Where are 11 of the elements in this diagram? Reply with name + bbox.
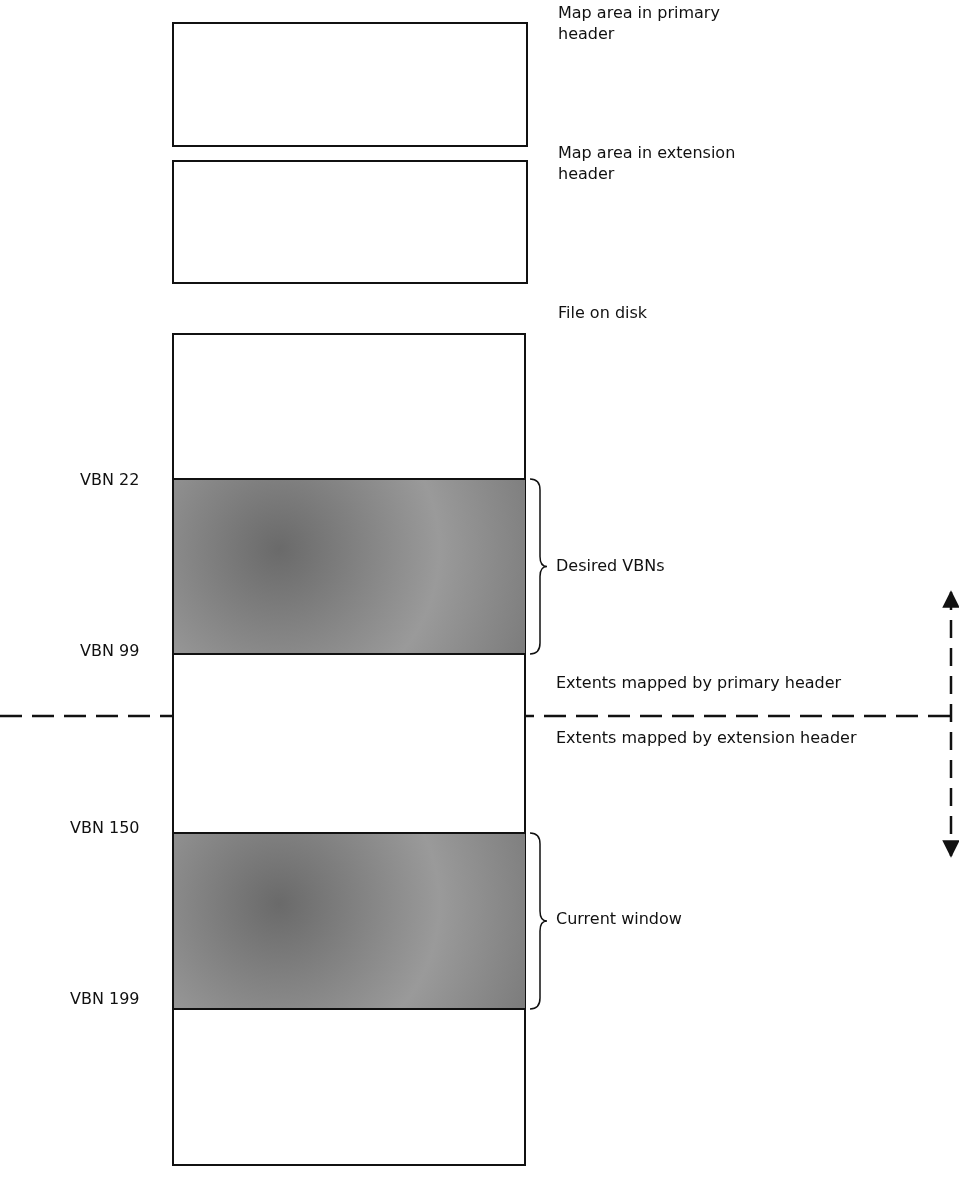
region-note: Extents mapped by primary header: [556, 672, 842, 693]
vbn-label: VBN 150: [70, 817, 140, 838]
heading-text: Map area in primary header: [558, 2, 721, 44]
bracket-caption: Current window: [556, 908, 683, 929]
heading-text: Map area in extension header: [558, 142, 737, 184]
heading-text: File on disk: [558, 302, 649, 323]
bracket-caption: Desired VBNs: [556, 555, 666, 576]
region-note: Extents mapped by extension header: [556, 727, 857, 748]
vbn-label: VBN 199: [70, 988, 140, 1009]
vbn-label: VBN 22: [80, 469, 140, 490]
vbn-label: VBN 99: [80, 640, 140, 661]
